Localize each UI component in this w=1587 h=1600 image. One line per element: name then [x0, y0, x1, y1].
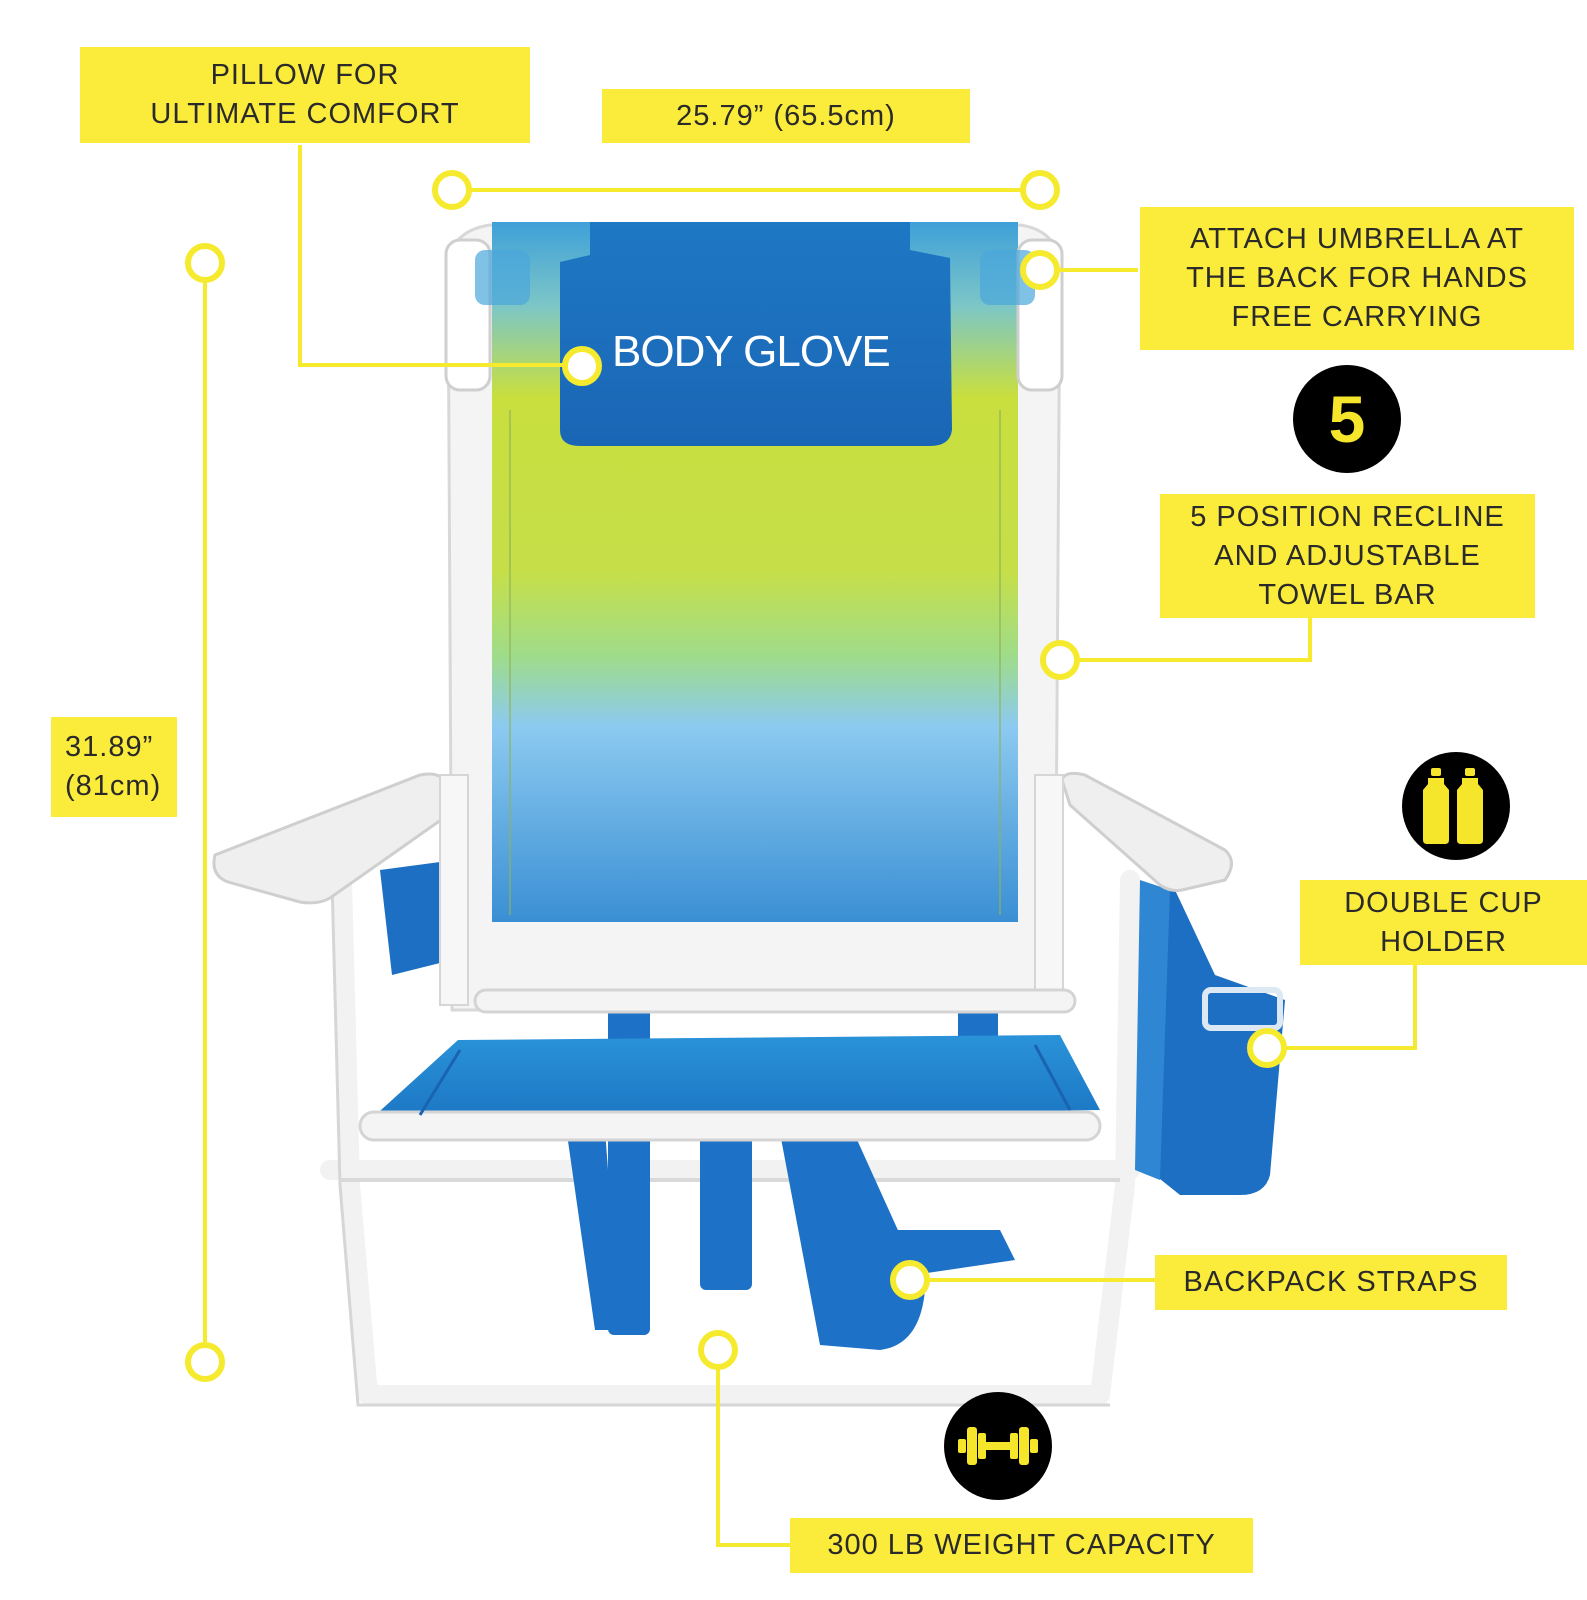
umbrella-callout-line-1: ATTACH UMBRELLA AT — [1190, 223, 1524, 255]
callout-dots — [185, 170, 1287, 1382]
recline-callout-line-2: AND ADJUSTABLE — [1214, 539, 1481, 572]
height-callout-line-1: 31.89” — [65, 731, 154, 763]
headrest-pillow — [560, 222, 952, 446]
recline-callout-line-3: TOWEL BAR — [1258, 578, 1437, 611]
dumbbell-icon-glyph — [958, 1427, 1038, 1465]
umbrella-callout-line-3: FREE CARRYING — [1231, 301, 1483, 333]
recline-number: 5 — [1328, 382, 1366, 456]
width-callout-text: 25.79” (65.5cm) — [676, 99, 896, 132]
height-callout: 31.89” (81cm) — [51, 717, 177, 817]
backpack-straps-callout-text: BACKPACK STRAPS — [1183, 1266, 1479, 1298]
weight-capacity-callout: 300 LB WEIGHT CAPACITY — [790, 1518, 1253, 1573]
pillow-callout: PILLOW FOR ULTIMATE COMFORT — [80, 47, 530, 143]
cup-holder-callout-line-1: DOUBLE CUP — [1344, 886, 1543, 919]
width-callout: 25.79” (65.5cm) — [602, 89, 970, 143]
umbrella-callout: ATTACH UMBRELLA AT THE BACK FOR HANDS FR… — [1140, 207, 1574, 350]
recline-number-badge: 5 — [1293, 365, 1401, 473]
bottles-icon — [1402, 752, 1510, 860]
brand-logo: BODY GLOVE — [612, 327, 891, 376]
bottles-icon-glyph — [1423, 768, 1483, 844]
seat — [358, 988, 1102, 1142]
cup-holder-callout-line-2: HOLDER — [1380, 925, 1507, 958]
weight-capacity-callout-text: 300 LB WEIGHT CAPACITY — [827, 1529, 1216, 1561]
backpack-straps-callout: BACKPACK STRAPS — [1155, 1255, 1507, 1310]
callout-lines — [203, 145, 1417, 1547]
pillow-callout-line-2: ULTIMATE COMFORT — [150, 98, 460, 130]
dumbbell-icon — [944, 1392, 1052, 1500]
armrests — [212, 771, 1233, 1006]
height-callout-line-2: (81cm) — [65, 770, 162, 802]
recline-callout: 5 POSITION RECLINE AND ADJUSTABLE TOWEL … — [1160, 494, 1535, 618]
pillow-callout-line-1: PILLOW FOR — [210, 59, 400, 91]
cup-holder-callout: DOUBLE CUP HOLDER — [1300, 880, 1587, 965]
recline-callout-line-1: 5 POSITION RECLINE — [1190, 500, 1505, 533]
umbrella-callout-line-2: THE BACK FOR HANDS — [1186, 262, 1528, 294]
